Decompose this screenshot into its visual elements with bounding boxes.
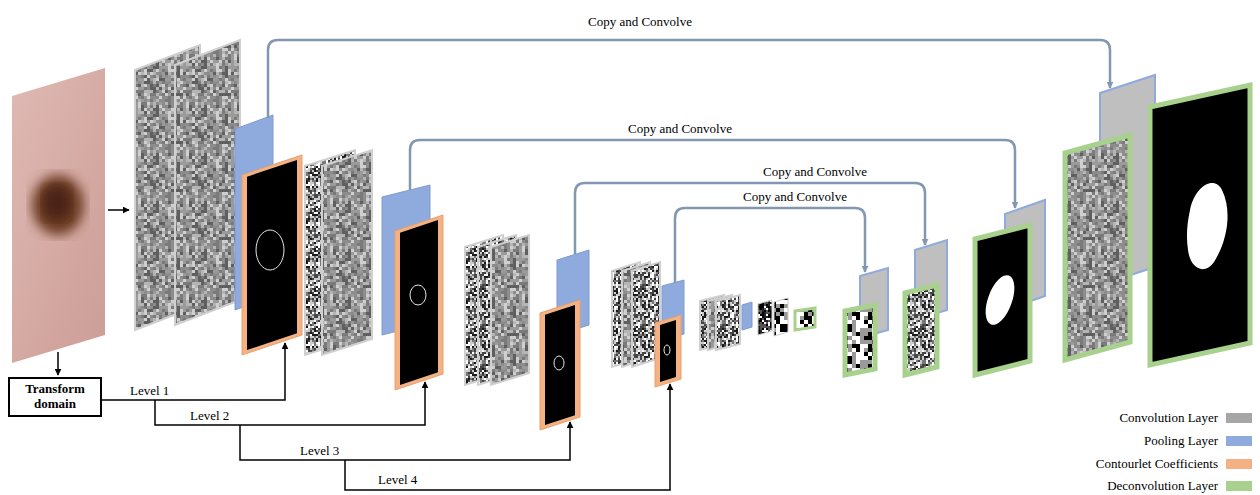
skin [0,50,120,380]
skip-label: Copy and Convolve [761,164,869,179]
feature-map [758,300,772,335]
feature-map [774,298,788,336]
deconvolution-layer [1150,85,1250,365]
contourlet-coefficients [395,215,443,390]
legend-row: Deconvolution Layer [1107,478,1252,493]
legend-swatch [1226,413,1252,423]
deconvolution-layer [845,305,875,375]
legend-swatch [1226,459,1252,469]
copy-convolve-arrow [675,208,865,283]
contourlet-coefficients [655,315,681,387]
legend-text: Deconvolution Layer [1107,478,1218,493]
coefficient-map [545,305,575,425]
skip-label: Copy and Convolve [626,121,734,136]
level-arrow [240,422,570,460]
legend-swatch [1226,481,1252,491]
legend-text: Contourlet Coefficients [1096,456,1218,471]
legend-row: Contourlet Coefficients [1096,456,1252,471]
deconvolution-layer [795,308,815,330]
flow-arrow [57,352,59,375]
feature-map [322,150,372,355]
deconvolution-layer [1065,135,1130,360]
level-arrow [102,343,285,400]
coefficient-map [400,220,438,385]
coefficient-contour [554,356,564,370]
coefficient-contour [256,230,284,270]
segmentation-blob [980,271,1020,328]
box-label: Transform domain [14,382,96,412]
level-arrow [345,384,670,490]
skip-label: Copy and Convolve [586,14,694,29]
level-label: Level 4 [376,472,419,487]
contourlet-coefficients [242,155,302,355]
legend-row: Convolution Layer [1119,410,1252,425]
feature-map [175,40,240,325]
deconvolution-layer [975,225,1030,375]
feature-map [716,295,740,350]
level-arrow [155,382,425,425]
legend-swatch [1226,436,1252,446]
level-label: Level 1 [128,383,171,398]
feature-map [491,235,529,385]
segmentation-mask [1187,183,1228,269]
flow-arrow [108,209,129,211]
transform-box: Transform domain [8,377,102,417]
deconvolution-layer [905,285,937,375]
lesion-core [43,186,71,220]
contourlet-coefficients [540,300,580,430]
copy-convolve-arrow [575,183,925,254]
legend-text: Convolution Layer [1119,410,1218,425]
coefficient-map [660,320,676,382]
skip-label: Copy and Convolve [741,189,849,204]
lesion [32,175,84,235]
legend-text: Pooling Layer [1144,433,1218,448]
coefficient-map [247,160,297,350]
legend-row: Pooling Layer [1144,433,1252,448]
copy-convolve-arrow [268,40,1110,118]
coefficient-contour [664,345,670,355]
pooling-layer [742,302,752,330]
input-image [0,50,120,380]
level-label: Level 3 [298,443,341,458]
coefficient-contour [410,285,426,305]
level-label: Level 2 [188,408,231,423]
